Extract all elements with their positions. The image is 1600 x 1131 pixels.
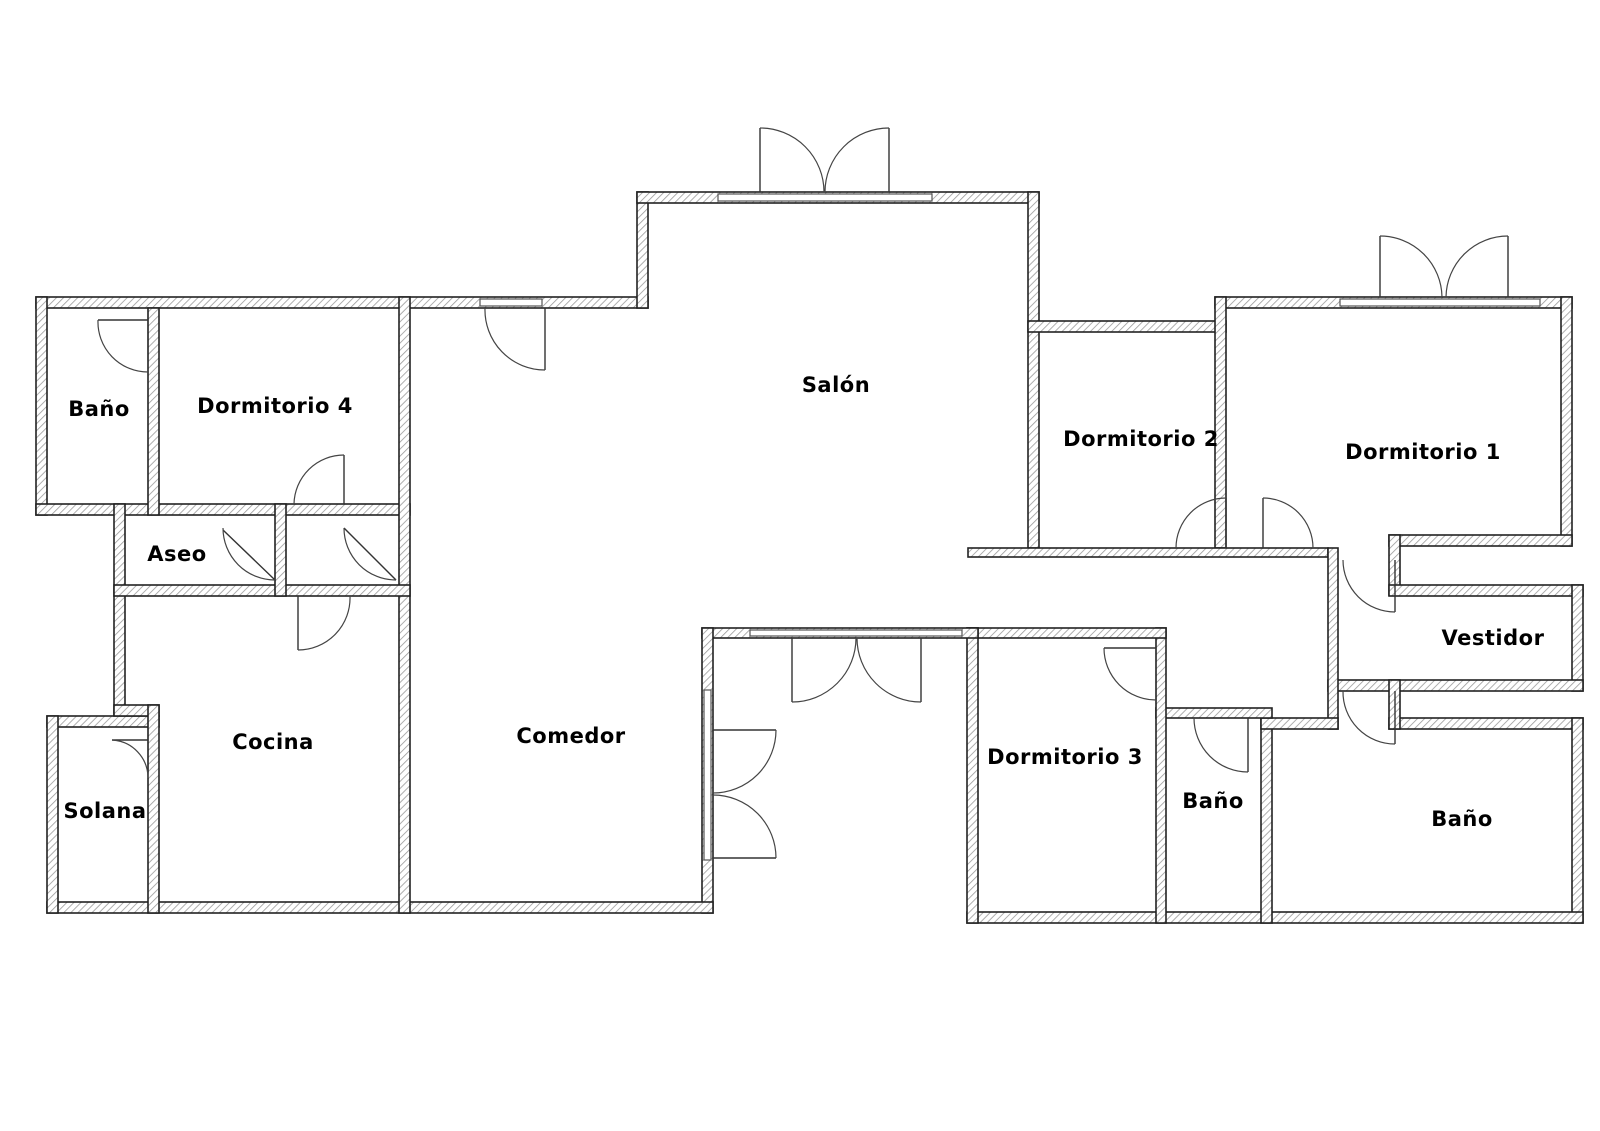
label-vestidor: Vestidor [1442,626,1545,650]
window-dorm1-top [1339,298,1541,307]
label-aseo: Aseo [147,542,206,566]
wall-bano-nw-bottom [35,503,411,516]
label-bano-se: Baño [1431,807,1493,831]
wall-bano-center-top [1155,707,1273,719]
wall-vestidor-bottom [1327,679,1584,692]
wall-dorm1-left [1214,296,1227,549]
wall-bottom-left [46,901,714,914]
wall-vestidor-top [1388,584,1584,597]
wall-corridor-top [967,547,1329,558]
label-comedor: Comedor [516,724,625,748]
label-dormitorio-2: Dormitorio 2 [1063,427,1219,451]
window-corridor [749,629,963,637]
label-dormitorio-1: Dormitorio 1 [1345,440,1501,464]
wall-bano-center-left [1155,627,1167,924]
wall-aseo-left [113,503,126,717]
wall-aseo-right [274,503,287,597]
wall-left-top [35,296,48,516]
label-salon: Salón [802,373,870,397]
wall-bano-se-top [1388,717,1584,730]
wall-bano-se-top-left [1260,717,1339,730]
wall-dorm1-bottom-right [1388,534,1573,547]
label-bano-center: Baño [1182,789,1244,813]
wall-bano-se-right [1571,717,1584,924]
window-comedor-right [703,689,712,861]
wall-dorm1-right [1560,296,1573,547]
wall-top-left [35,296,649,309]
walls [35,191,1584,924]
label-dormitorio-3: Dormitorio 3 [987,745,1143,769]
wall-dorm3-left [966,627,979,924]
wall-vestidor-right [1571,584,1584,692]
wall-dorm2-top [1027,320,1227,333]
label-dormitorio-4: Dormitorio 4 [197,394,353,418]
window-comedor-top [479,298,543,307]
wall-vestidor-left [1327,547,1339,730]
label-cocina: Cocina [232,730,314,754]
windows [479,193,1541,861]
wall-dorm4-right [398,296,411,914]
wall-bano-nw-right [147,307,160,516]
wall-solana-left [46,715,59,914]
doors [97,127,1509,859]
window-salon-top [717,193,933,202]
wall-solana-top [46,715,160,728]
label-bano-nw: Baño [68,397,130,421]
wall-solana-right [147,704,160,914]
label-solana: Solana [63,799,146,823]
wall-aseo-bottom [113,584,411,597]
room-labels: Salón Comedor Cocina Solana Aseo Baño Do… [63,373,1544,831]
wall-bano-se-left [1260,717,1273,924]
wall-salon-right [1027,191,1040,549]
wall-salon-left-step [636,191,649,309]
wall-bottom-right [966,911,1584,924]
wall-dorm3-top [966,627,1167,639]
